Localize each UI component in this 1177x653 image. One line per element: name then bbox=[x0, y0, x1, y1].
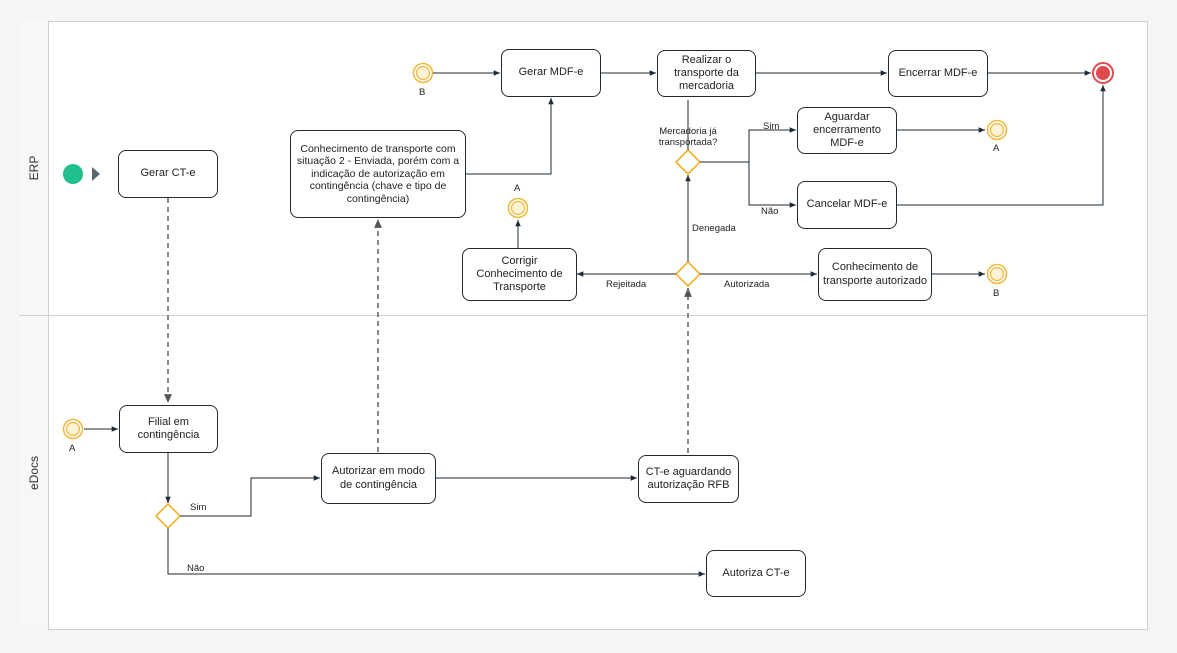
lane-edocs-header: eDocs bbox=[19, 315, 49, 630]
end-event bbox=[1092, 62, 1114, 84]
task-realizar-transporte[interactable]: Realizar o transporte da mercadoria bbox=[657, 50, 756, 97]
task-gerar-cte[interactable]: Gerar CT-e bbox=[118, 150, 218, 198]
label-sim-erp: Sim bbox=[763, 121, 780, 132]
label-nao-edocs: Não bbox=[187, 563, 205, 574]
task-conhecimento-autorizado[interactable]: Conhecimento de transporte autorizado bbox=[818, 248, 932, 301]
label-event-b-top: B bbox=[419, 87, 426, 98]
label-mercadoria-question: Mercadoria já transportada? bbox=[658, 126, 718, 149]
task-corrigir-conhecimento[interactable]: Corrigir Conhecimento de Transporte bbox=[462, 248, 577, 301]
start-event bbox=[63, 164, 83, 184]
sequence-flows bbox=[84, 70, 1106, 577]
task-autoriza-cte[interactable]: Autoriza CT-e bbox=[706, 550, 806, 597]
label-event-a-aguardar: A bbox=[993, 143, 1000, 154]
start-arrow-icon bbox=[92, 167, 100, 181]
task-filial-contingencia[interactable]: Filial em contingência bbox=[119, 405, 218, 453]
task-gerar-mdfe[interactable]: Gerar MDF-e bbox=[501, 49, 601, 97]
pool bbox=[19, 21, 1148, 630]
task-aguardar-encerramento[interactable]: Aguardar encerramento MDF-e bbox=[797, 107, 897, 154]
event-a-aguardar bbox=[986, 119, 1008, 141]
event-a-corrigir bbox=[507, 197, 529, 219]
gateway-status bbox=[674, 260, 702, 288]
task-cte-aguardando[interactable]: CT-e aguardando autorização RFB bbox=[638, 455, 739, 503]
label-nao-erp: Não bbox=[761, 206, 779, 217]
task-encerrar-mdfe[interactable]: Encerrar MDF-e bbox=[888, 50, 988, 97]
label-sim-edocs: Sim bbox=[190, 502, 207, 513]
gateway-mercadoria bbox=[674, 148, 702, 176]
gateway-contingencia bbox=[154, 502, 182, 530]
label-event-a-corrigir: A bbox=[514, 183, 521, 194]
task-autorizar-contingencia[interactable]: Autorizar em modo de contingência bbox=[321, 453, 436, 504]
task-cancelar-mdfe[interactable]: Cancelar MDF-e bbox=[797, 181, 897, 229]
task-conhecimento-contingencia[interactable]: Conhecimento de transporte com situação … bbox=[290, 130, 466, 218]
label-event-b-autorizado: B bbox=[993, 288, 1000, 299]
label-denegada: Denegada bbox=[692, 223, 736, 234]
lane-separator bbox=[19, 315, 1148, 316]
event-a-edocs bbox=[62, 418, 84, 440]
event-b-autorizado bbox=[986, 263, 1008, 285]
lane-erp-header: ERP bbox=[19, 21, 49, 315]
message-flows bbox=[164, 198, 692, 453]
label-event-a-edocs: A bbox=[69, 443, 76, 454]
label-autorizada: Autorizada bbox=[724, 279, 770, 290]
label-rejeitada: Rejeitada bbox=[606, 279, 647, 290]
event-b-top bbox=[412, 62, 434, 84]
